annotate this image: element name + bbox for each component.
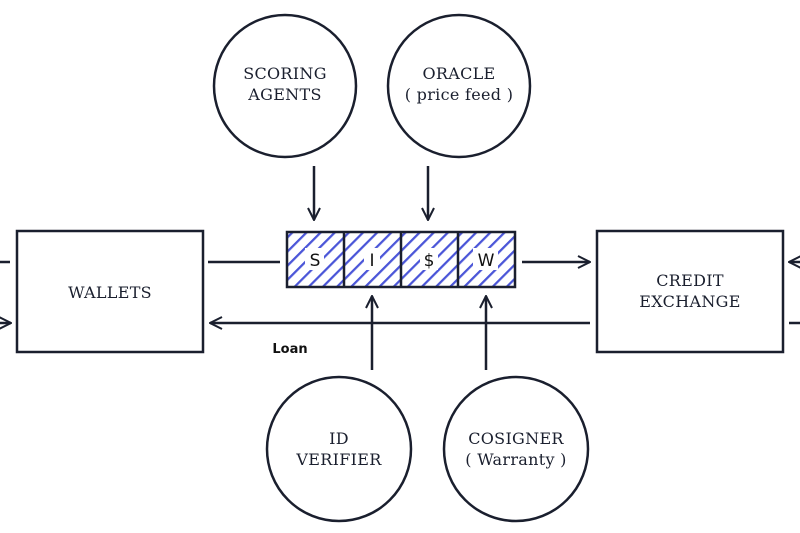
wallets-label: WALLETS [68,283,152,302]
loan-label: Loan [272,342,307,357]
id-verifier-circle [265,375,413,523]
oracle-circle [386,13,532,159]
oracle-label-line1: ORACLE [422,64,495,83]
id-verifier-label-line2: VERIFIER [295,450,382,469]
token-cell-dollar-bg [420,248,438,270]
credit-exchange-box [595,229,785,354]
scoring-agents-label-line1: SCORING [243,64,327,83]
oracle-label-line2: ( price feed ) [405,85,513,104]
cosigner-label-line2: ( Warranty ) [465,450,566,469]
cosigner-node: COSIGNER ( Warranty ) [442,375,590,523]
token-cell-s: S [310,251,321,271]
credit-exchange-node: CREDIT EXCHANGE [595,229,785,354]
token-cell-w-bg [473,248,498,270]
scoring-agents-label-line2: AGENTS [247,85,321,104]
cosigner-label-line1: COSIGNER [468,429,564,448]
token-cell-i-bg [364,248,380,270]
scoring-agents-node: SCORING AGENTS [212,13,358,159]
id-verifier-label-line1: ID [329,429,349,448]
token-strip: S I $ W [285,230,517,289]
wallets-box [15,229,205,354]
cosigner-circle [442,375,590,523]
token-cell-i: I [369,251,374,271]
credit-exchange-label-line1: CREDIT [656,271,724,290]
token-cell-dollar: $ [424,251,435,271]
scoring-agents-circle [212,13,358,159]
oracle-node: ORACLE ( price feed ) [386,13,532,159]
token-cell-s-bg [305,248,324,270]
token-cell-w: W [478,251,495,271]
wallets-node: WALLETS [15,229,205,354]
credit-exchange-label-line2: EXCHANGE [639,292,740,311]
id-verifier-node: ID VERIFIER [265,375,413,523]
